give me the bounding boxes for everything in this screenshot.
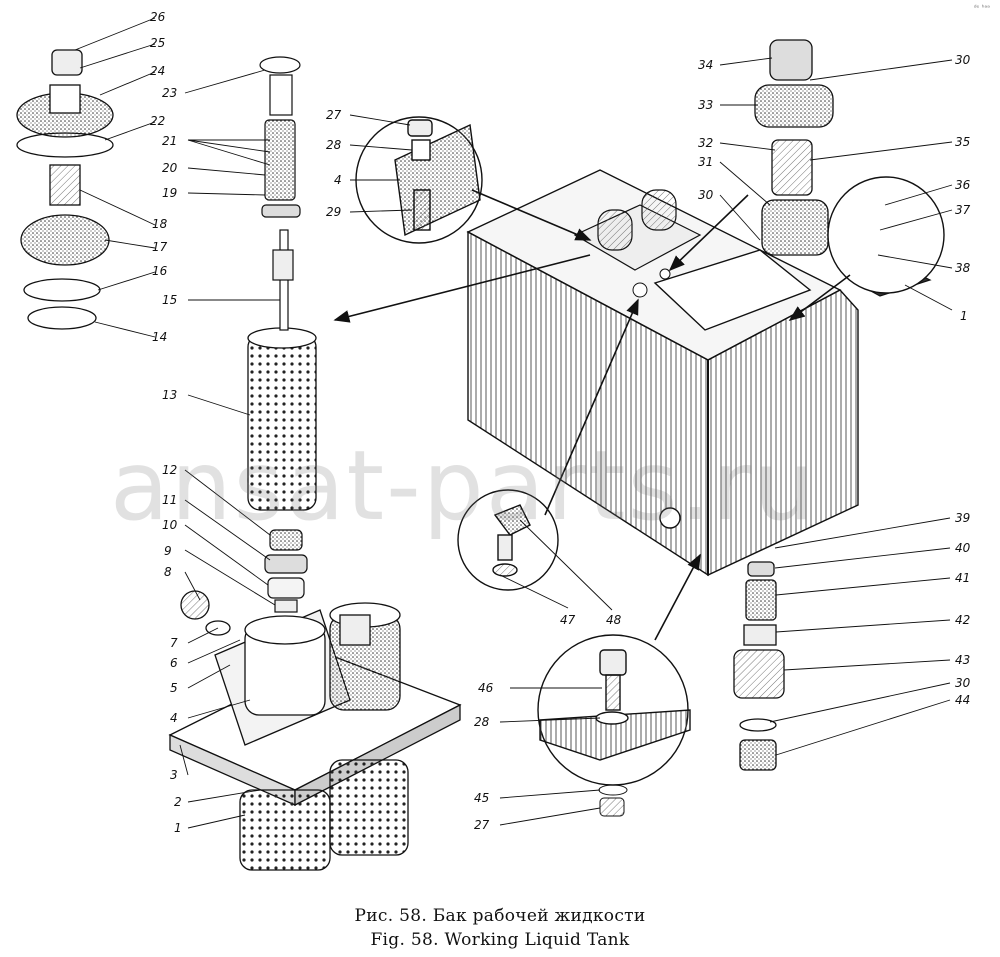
callout-16: 16 [152,264,168,278]
filter-element-right [329,759,409,856]
watermark: ansat-parts.ru [110,430,817,542]
callout-28-top: 28 [326,138,342,152]
callout-46: 46 [478,681,494,695]
callout-34: 34 [698,58,713,72]
callout-37: 37 [955,203,971,217]
detail-circle-right [827,176,945,294]
callout-18: 18 [152,217,168,231]
callout-labels: 26 25 24 22 18 17 16 14 23 21 20 19 15 1… [150,10,971,835]
callout-1-left: 1 [174,821,182,835]
callout-13: 13 [162,388,177,402]
drain-port [659,507,681,529]
callout-1-right: 1 [960,309,968,323]
callout-47: 47 [560,613,576,627]
relief-valve [16,49,114,330]
callout-25: 25 [150,36,165,50]
callout-33: 33 [698,98,713,112]
drain-plug-assembly [733,561,785,771]
detail-circle-bottom [537,634,691,786]
caption-russian: Рис. 58. Бак рабочей жидкости [354,906,646,926]
callout-29: 29 [326,205,341,219]
caption-english: Fig. 58. Working Liquid Tank [370,930,630,950]
callout-9: 9 [164,544,172,558]
callout-30-c: 30 [955,676,971,690]
tank-plug [659,268,671,280]
callout-31: 31 [698,155,713,169]
filter-stack-top [264,529,308,613]
filter-cartridge-13 [247,327,317,511]
filter-assembly [168,590,462,871]
callout-24: 24 [150,64,165,78]
filter-element-left [239,789,331,871]
leader-lines [74,17,953,829]
fitting-8 [180,590,210,620]
callout-39: 39 [955,511,970,525]
arrows [333,189,851,641]
tank-breather [632,282,648,298]
tank-cover-plate [653,249,812,331]
callout-11: 11 [162,493,177,507]
callout-14: 14 [152,330,167,344]
callout-30-a: 30 [955,53,971,67]
callout-4-left: 4 [170,711,178,725]
callout-2: 2 [174,795,182,809]
callout-5: 5 [170,681,178,695]
detail-circle-breather [457,489,559,591]
callout-15: 15 [162,293,177,307]
washer-45 [598,784,628,796]
callout-3: 3 [170,768,178,782]
callout-30-b: 30 [698,188,714,202]
callout-17: 17 [152,240,168,254]
callout-26: 26 [150,10,166,24]
filler-cap-assembly [754,39,834,256]
callout-40: 40 [955,541,971,555]
callout-43: 43 [955,653,970,667]
callout-12: 12 [162,463,177,477]
callout-4-top: 4 [334,173,342,187]
nut-27 [599,797,625,817]
callout-36: 36 [955,178,971,192]
callout-32: 32 [698,136,713,150]
callout-19: 19 [162,186,177,200]
callout-38: 38 [955,261,971,275]
tank-filter-housing [573,189,702,271]
callout-44: 44 [955,693,970,707]
callout-20: 20 [162,161,178,175]
callout-10: 10 [162,518,178,532]
callout-7: 7 [170,636,178,650]
callout-27-top: 27 [326,108,342,122]
callout-27-bottom: 27 [474,818,490,832]
callout-35: 35 [955,135,970,149]
callout-22: 22 [150,114,165,128]
callout-42: 42 [955,613,970,627]
valve-rod [259,56,301,331]
callout-8: 8 [164,565,172,579]
callout-45: 45 [474,791,489,805]
callout-21: 21 [162,134,177,148]
callout-48: 48 [606,613,622,627]
callout-6: 6 [170,656,178,670]
callout-28-bottom: 28 [474,715,490,729]
tank [466,169,859,577]
callout-23: 23 [162,86,177,100]
corner-mark: ᵈᵉ ʰᵃᵃ [973,4,990,12]
callout-41: 41 [955,571,970,585]
